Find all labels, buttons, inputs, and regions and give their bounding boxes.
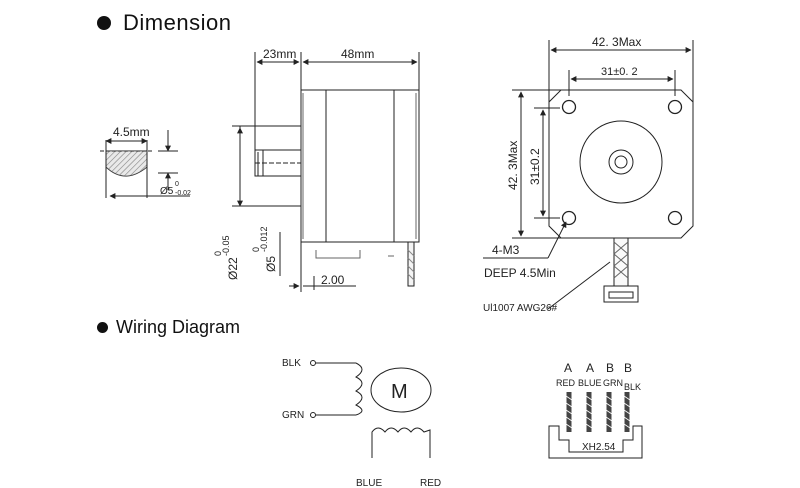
connector-pin-stripe <box>623 423 631 429</box>
front-width-max-label: 42. 3Max <box>592 35 641 49</box>
bullet-icon <box>97 16 111 30</box>
front-hole-spacing-v-label: 31±0.2 <box>528 148 542 185</box>
connector-pin-stripe <box>565 402 573 408</box>
connector-pin-stripe <box>585 416 593 422</box>
connector-model-label: XH2.54 <box>582 442 616 453</box>
connector-pin-stripe <box>565 423 573 429</box>
shaft-detail <box>100 130 190 199</box>
side-shaft-length-label: 23mm <box>263 47 296 61</box>
wire-blue-label: BLUE <box>356 478 382 488</box>
phase-label: A <box>586 361 594 375</box>
connector-pin-stripe <box>605 409 613 415</box>
connector-pin-stripe <box>623 402 631 408</box>
side-shaft-tol-top: 0 <box>251 247 261 252</box>
shaft-dia-label: Ø5 <box>160 186 174 197</box>
side-shaft-dia: Ø5 0 -0.012 <box>251 226 278 272</box>
front-depth-label: DEEP 4.5Min <box>484 266 556 280</box>
connector-pin-stripe <box>605 416 613 422</box>
phase-label: B <box>606 361 614 375</box>
front-hole-spacing-h-label: 31±0. 2 <box>601 66 638 78</box>
connector-phase-labels: A A B B <box>564 361 632 375</box>
shaft-tol-top: 0 <box>175 181 179 188</box>
dimension-title: Dimension <box>123 10 232 35</box>
bullet-icon <box>97 322 108 333</box>
connector-pin-stripe <box>605 402 613 408</box>
connector-pin-stripe <box>585 423 593 429</box>
connector-pin-stripe <box>605 423 613 429</box>
side-boss-height-label: 2.00 <box>321 273 345 287</box>
pin-color-label: RED <box>556 378 576 388</box>
connector-pin-stripe <box>623 416 631 422</box>
pin-color-label: GRN <box>603 378 623 388</box>
side-shaft-dia-label: Ø5 <box>264 256 278 272</box>
connector-pin-stripe <box>585 395 593 401</box>
connector-pin-stripe <box>623 409 631 415</box>
shaft-flat-width-label: 4.5mm <box>113 125 150 139</box>
side-boss-tol-bottom: -0.05 <box>221 235 231 256</box>
wire-grn-label: GRN <box>282 410 304 421</box>
connector-diagram <box>548 392 643 459</box>
side-boss-dia-label: Ø22 <box>226 257 240 280</box>
connector-pin-stripe <box>585 402 593 408</box>
wiring-schematic <box>310 360 432 458</box>
front-cable-label: Ul1007 AWG26# <box>483 303 558 314</box>
side-view <box>232 52 420 292</box>
front-height-max-label: 42. 3Max <box>506 141 520 190</box>
connector-pin-stripe <box>605 395 613 401</box>
front-view <box>483 40 694 310</box>
side-boss-tol-top: 0 <box>213 251 223 256</box>
wiring-title: Wiring Diagram <box>116 317 241 337</box>
motor-symbol-label: M <box>391 381 408 403</box>
pin-color-label: BLK <box>624 382 641 392</box>
connector-color-labels: RED BLUE GRN BLK <box>556 378 641 392</box>
pin-color-label: BLUE <box>578 378 602 388</box>
front-thread-label: 4-M3 <box>492 243 520 257</box>
connector-pin-stripe <box>565 409 573 415</box>
connector-pin-stripe <box>623 395 631 401</box>
connector-pin-stripe <box>565 416 573 422</box>
wiring-header: Wiring Diagram <box>97 317 240 338</box>
phase-label: B <box>624 361 632 375</box>
shaft-tol-bottom: -0.02 <box>175 190 191 197</box>
side-boss-dia: Ø22 0 -0.05 <box>213 235 240 280</box>
dimension-header: Dimension <box>97 10 231 36</box>
connector-pin-stripe <box>565 395 573 401</box>
connector-pin-stripe <box>585 409 593 415</box>
phase-label: A <box>564 361 572 375</box>
wire-blk-label: BLK <box>282 358 301 369</box>
side-body-length-label: 48mm <box>341 47 374 61</box>
wire-red-label: RED <box>420 478 441 488</box>
side-shaft-tol-bottom: -0.012 <box>259 226 269 252</box>
